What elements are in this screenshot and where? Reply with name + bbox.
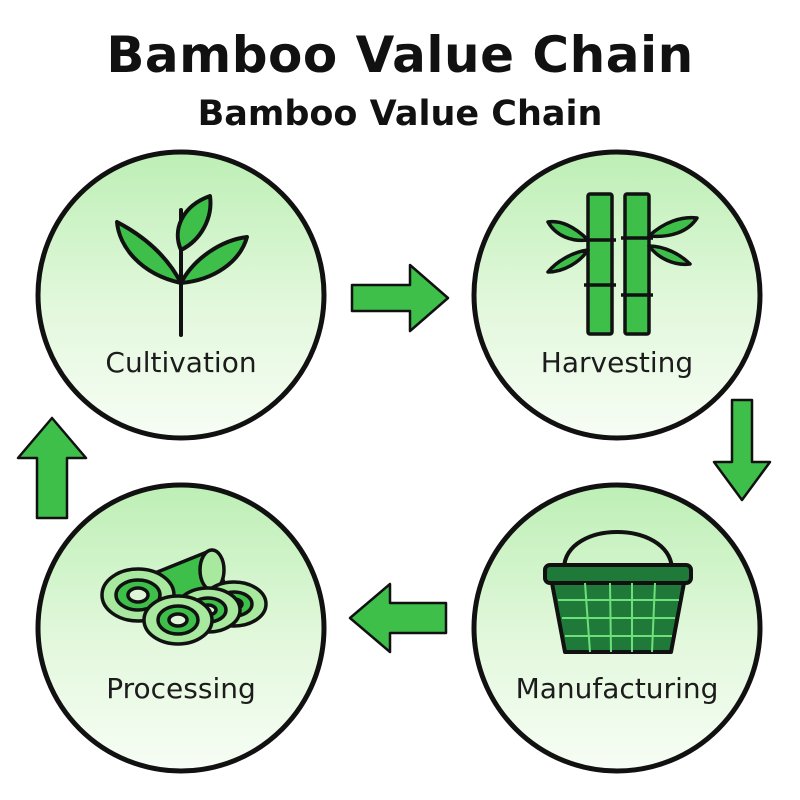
bamboo-slices-icon xyxy=(100,548,268,646)
diagram-subtitle: Bamboo Value Chain xyxy=(197,94,603,134)
arrow-down-icon xyxy=(712,398,772,502)
stage-label-harvesting: Harvesting xyxy=(540,346,694,379)
stage-label-processing: Processing xyxy=(106,672,256,705)
arrow-up-icon xyxy=(16,416,88,520)
arrow-left-icon xyxy=(348,582,448,654)
basket-icon xyxy=(543,530,693,654)
arrow-right-icon xyxy=(350,263,450,333)
bamboo-stalks-icon xyxy=(546,192,699,336)
stage-label-cultivation: Cultivation xyxy=(105,346,257,379)
diagram-title: Bamboo Value Chain xyxy=(106,26,694,84)
stage-label-manufacturing: Manufacturing xyxy=(515,672,719,705)
sprout-icon xyxy=(115,194,249,337)
stage-circle-harvesting xyxy=(471,149,763,441)
